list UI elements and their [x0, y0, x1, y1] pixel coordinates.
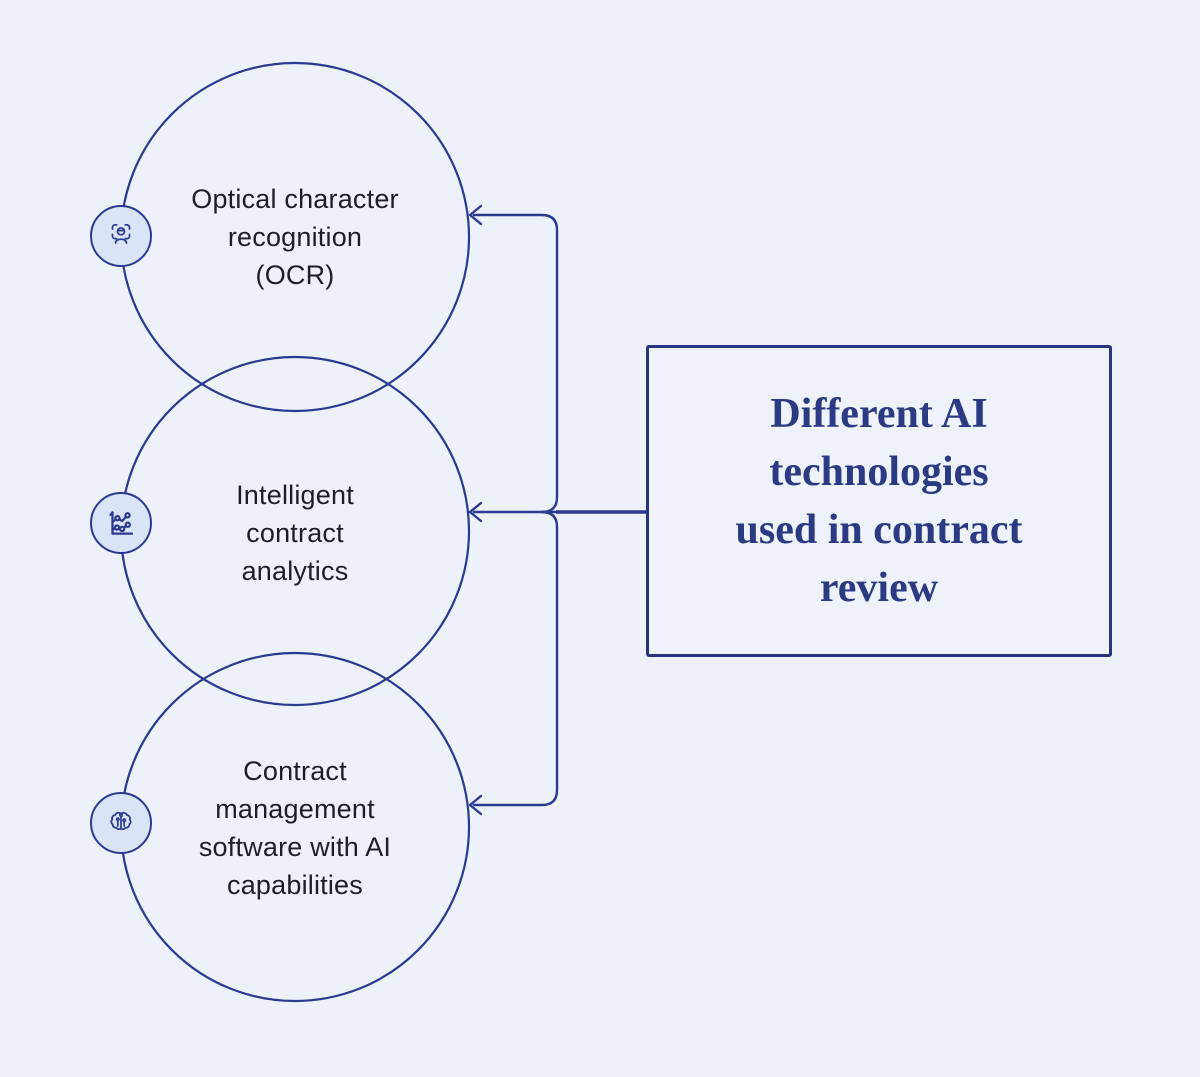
- title-line: Different AI: [770, 391, 988, 437]
- diagram-title: Different AI technologies used in contra…: [736, 385, 1023, 617]
- node-label-line: capabilities: [227, 870, 363, 900]
- node-label-ocr: Optical character recognition (OCR): [155, 180, 435, 294]
- node-label-line: contract: [246, 518, 344, 548]
- node-label-line: Contract: [243, 756, 347, 786]
- node-label-analytics: Intelligent contract analytics: [185, 476, 405, 590]
- title-box: Different AI technologies used in contra…: [646, 345, 1112, 657]
- title-line: technologies: [769, 449, 989, 495]
- arrowhead-top: [468, 204, 483, 226]
- arrowhead-bottom: [468, 794, 483, 816]
- face-scan-icon-glyph: [111, 223, 131, 244]
- node-label-line: Intelligent: [236, 480, 354, 510]
- face-scan-icon: [90, 205, 152, 267]
- node-label-management: Contract management software with AI cap…: [165, 752, 425, 904]
- node-label-line: (OCR): [255, 260, 335, 290]
- brain-circuit-icon-glyph: [110, 811, 132, 831]
- brain-circuit-icon: [90, 792, 152, 854]
- node-label-line: recognition: [227, 222, 363, 252]
- arrowhead-middle: [468, 501, 483, 523]
- line-chart-icon: [90, 492, 152, 554]
- connector-bottom: [472, 510, 559, 807]
- title-line: review: [819, 565, 939, 611]
- line-chart-icon-glyph: [109, 511, 134, 535]
- node-label-line: software with AI: [198, 832, 392, 862]
- connector-top: [472, 213, 559, 514]
- node-label-line: management: [215, 794, 375, 824]
- title-line: used in contract: [735, 507, 1023, 553]
- node-label-line: analytics: [241, 556, 349, 586]
- node-label-line: Optical character: [191, 184, 399, 214]
